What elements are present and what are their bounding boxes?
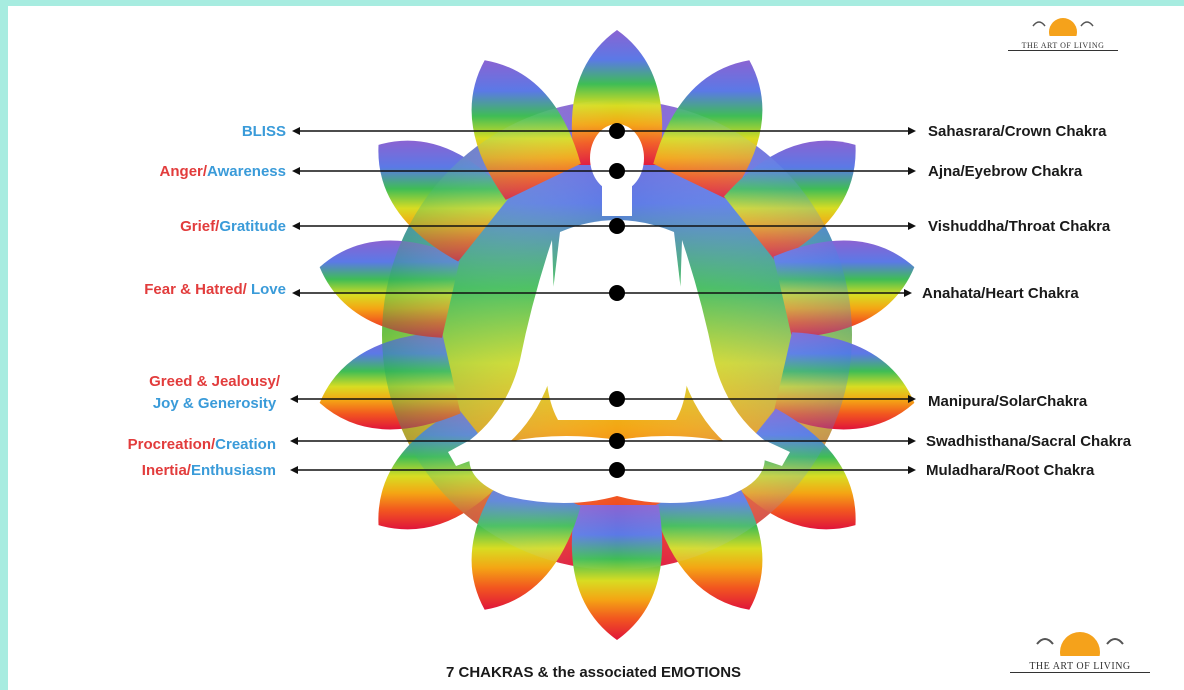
emotion-negative: Fear & Hatred (144, 281, 242, 298)
chakra-label-solar: Manipura/SolarChakra (928, 393, 1087, 411)
emotion-positive: Awareness (207, 163, 286, 180)
arrowhead-left (290, 437, 298, 445)
chakra-dot (609, 285, 625, 301)
arrowhead-right (908, 466, 916, 474)
chakra-dot (609, 218, 625, 234)
chakra-label-crown: Sahasrara/Crown Chakra (928, 123, 1106, 141)
emotion-label-crown: BLISS (242, 123, 286, 141)
emotion-label-root: Inertia/Enthusiasm (142, 462, 276, 480)
arrowhead-right (908, 167, 916, 175)
emotion-negative: Inertia (142, 462, 187, 479)
arrowhead-right (908, 127, 916, 135)
chakra-label-sacral: Swadhisthana/Sacral Chakra (926, 433, 1131, 451)
arrowhead-right (904, 289, 912, 297)
chakra-dot (609, 123, 625, 139)
arrowhead-right (908, 222, 916, 230)
emotion-positive: Joy & Generosity (149, 395, 280, 413)
logo-text: THE ART OF LIVING (1010, 661, 1150, 673)
art-of-living-logo-bottom: THE ART OF LIVING (1010, 618, 1150, 673)
emotion-positive: BLISS (242, 123, 286, 140)
emotion-label-throat: Grief/Gratitude (180, 218, 286, 236)
emotion-negative: Procreation (128, 436, 211, 453)
chakra-dot (609, 462, 625, 478)
emotion-negative: Anger (160, 163, 203, 180)
emotion-negative: Grief (180, 218, 215, 235)
emotion-positive: Love (251, 281, 286, 298)
emotion-positive: Creation (215, 436, 276, 453)
logo-text: THE ART OF LIVING (1008, 41, 1118, 51)
chakra-dot (609, 391, 625, 407)
emotion-positive: Enthusiasm (191, 462, 276, 479)
emotion-label-solar: Greed & Jealousy/ Joy & Generosity (149, 373, 280, 413)
emotion-label-sacral: Procreation/Creation (128, 436, 276, 454)
chakra-label-eyebrow: Ajna/Eyebrow Chakra (928, 163, 1082, 181)
emotion-label-heart: Fear & Hatred/ Love (144, 281, 286, 299)
sun-logo-icon (1025, 618, 1135, 656)
arrowhead-right (908, 437, 916, 445)
chakra-dot (609, 163, 625, 179)
emotion-separator: / (243, 281, 251, 298)
emotion-negative: Greed & Jealousy/ (149, 373, 280, 391)
chakra-dot (609, 433, 625, 449)
arrowhead-left (292, 222, 300, 230)
chakra-label-heart: Anahata/Heart Chakra (922, 285, 1079, 303)
diagram-caption: 7 CHAKRAS & the associated EMOTIONS (446, 664, 741, 681)
chakra-label-root: Muladhara/Root Chakra (926, 462, 1094, 480)
arrowhead-left (290, 466, 298, 474)
emotion-label-eyebrow: Anger/Awareness (160, 163, 286, 181)
art-of-living-logo-top: THE ART OF LIVING (1008, 8, 1118, 51)
sun-logo-icon (1023, 8, 1103, 36)
arrowhead-left (292, 289, 300, 297)
arrowhead-left (292, 167, 300, 175)
arrowhead-left (290, 395, 298, 403)
emotion-positive: Gratitude (219, 218, 286, 235)
arrowhead-left (292, 127, 300, 135)
chakra-label-throat: Vishuddha/Throat Chakra (928, 218, 1110, 236)
